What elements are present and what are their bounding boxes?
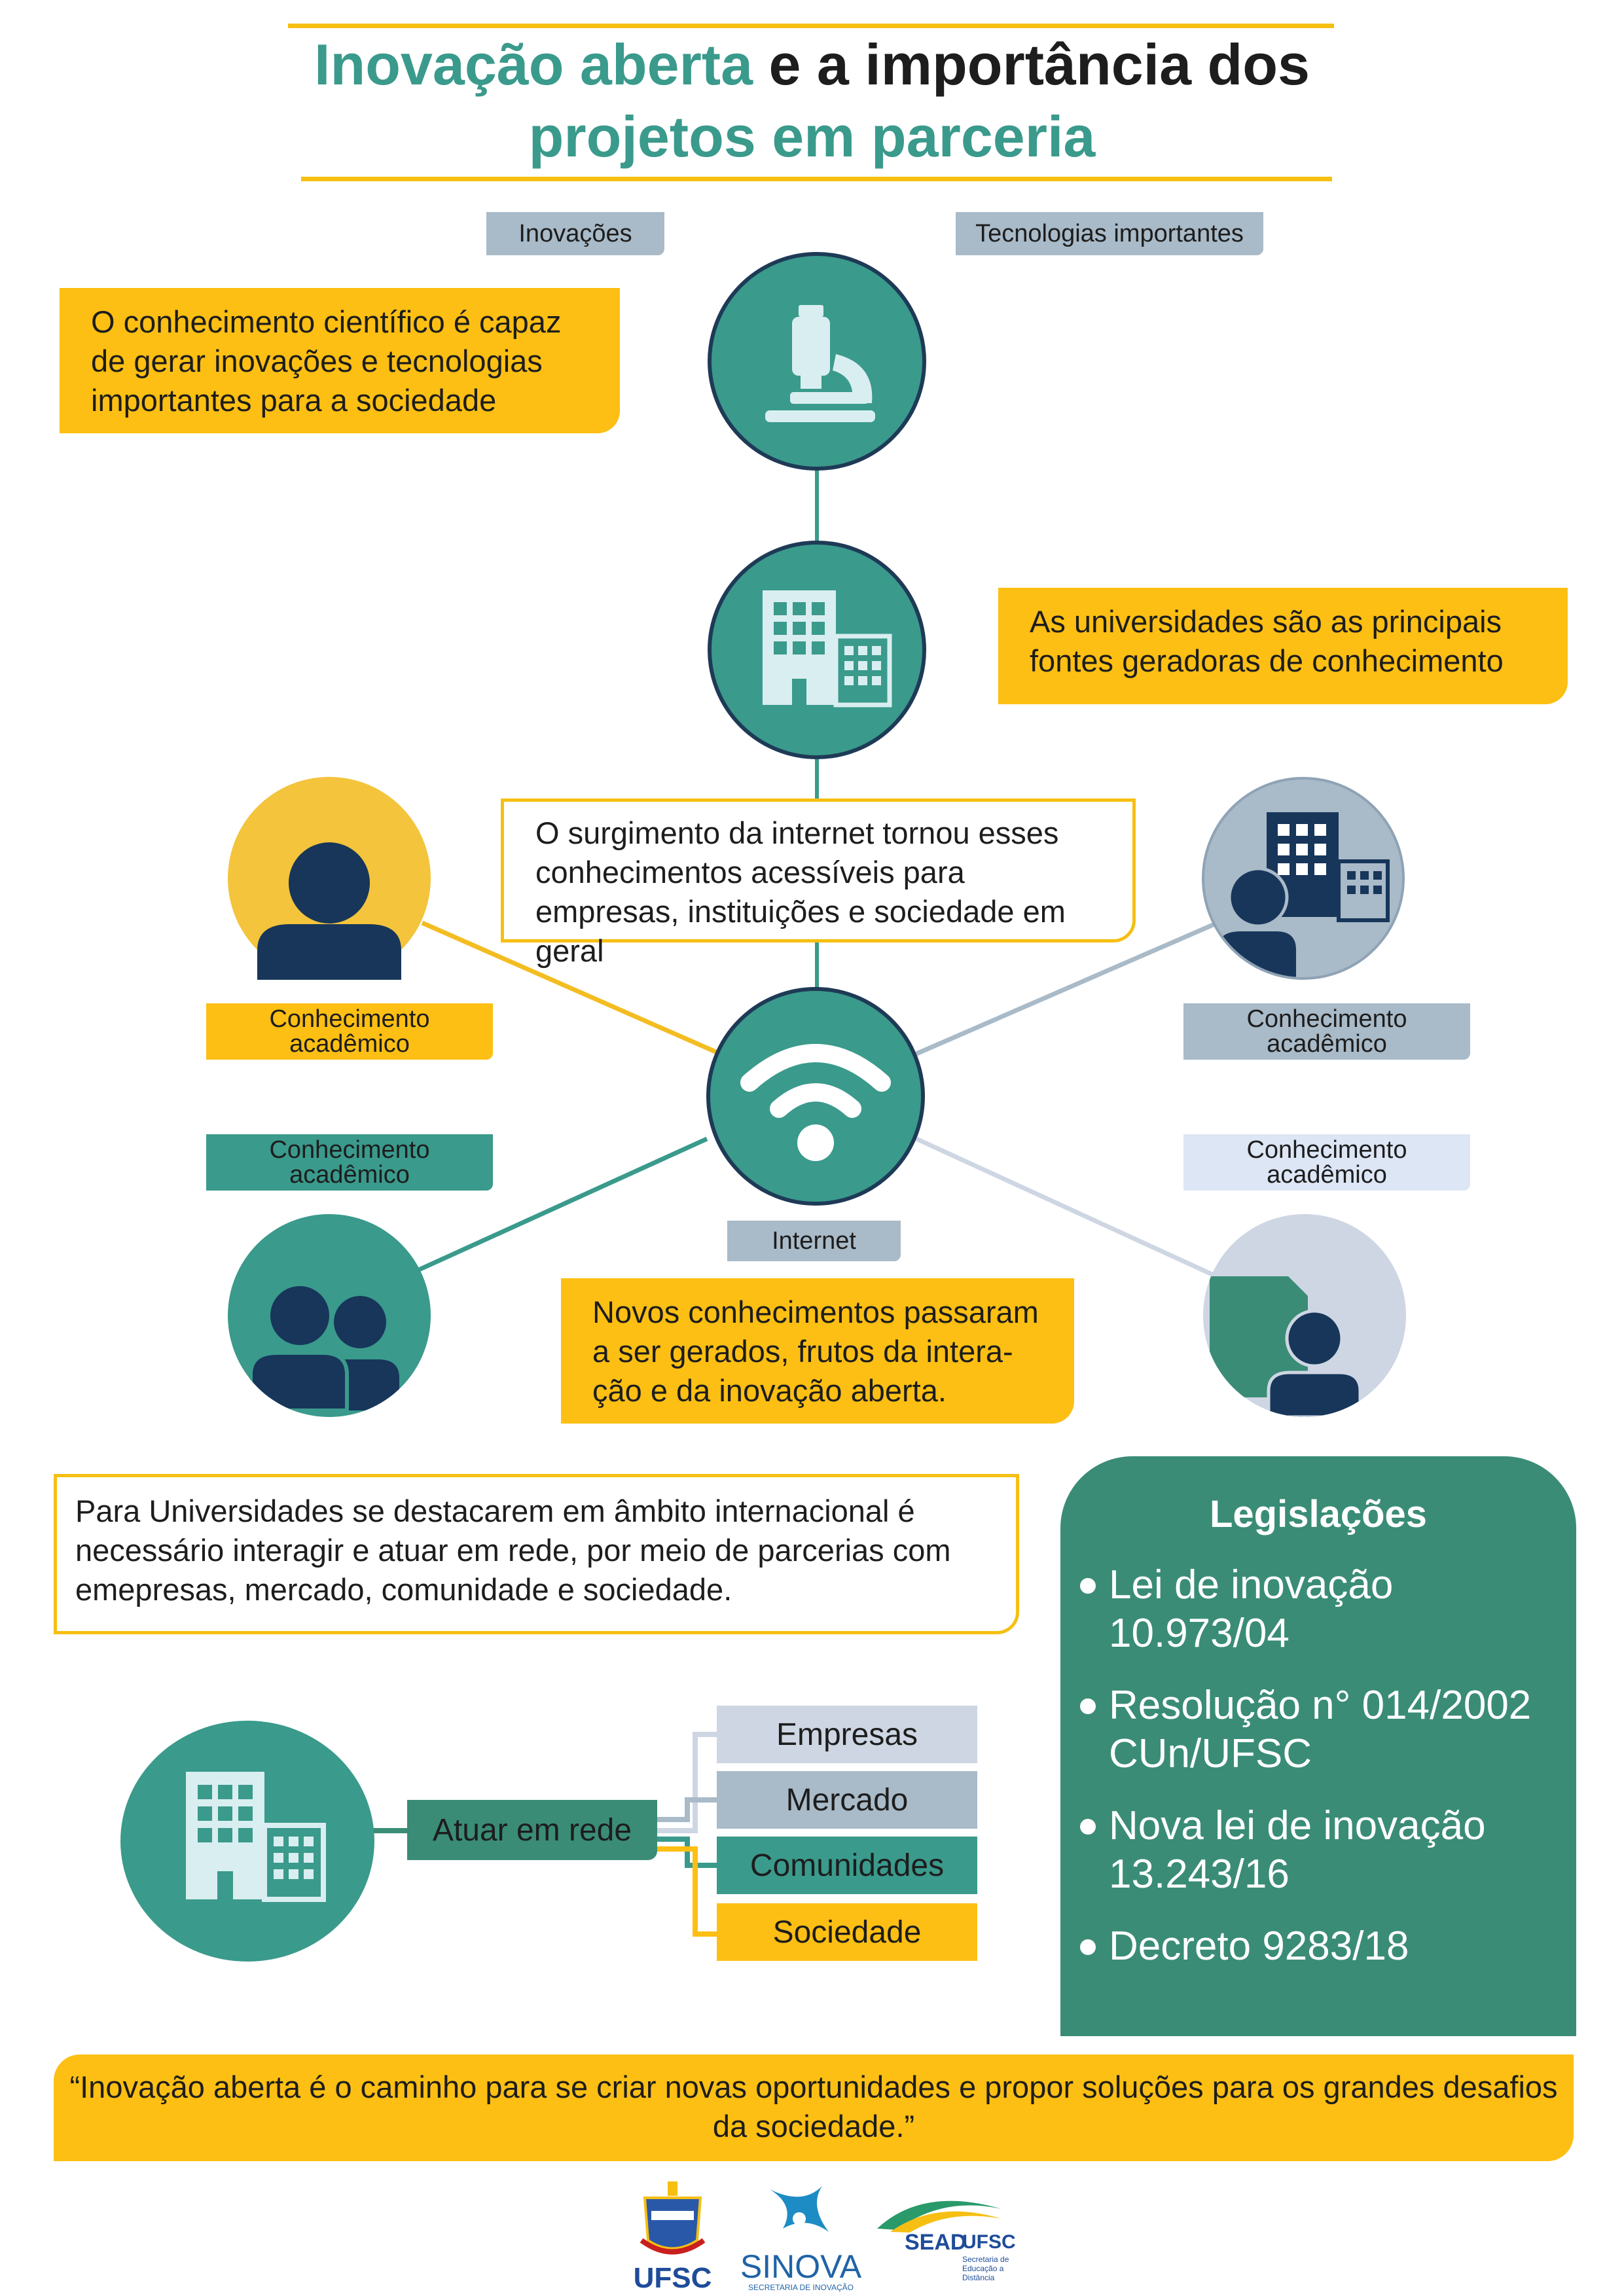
sead-logo-ufsc: UFSC <box>962 2231 1016 2253</box>
legislacao-item: Lei de inovação 10.973/04 <box>1071 1561 1567 1658</box>
sinova-logo-text: SINOVA <box>740 2248 862 2285</box>
network-item-comunidades: Comunidades <box>717 1837 977 1894</box>
box-novos-conhecimentos: Novos conhecimentos passaram a ser gerad… <box>561 1278 1074 1424</box>
wifi-circle <box>706 987 925 1206</box>
document-person-circle <box>1203 1214 1406 1417</box>
person-icon <box>257 842 401 980</box>
ufsc-logo-text: UFSC <box>633 2262 712 2294</box>
building-icon <box>763 590 892 708</box>
group-circle <box>228 1214 431 1417</box>
microscope-circle <box>708 252 926 471</box>
wifi-icon <box>740 1044 891 1161</box>
sinova-mark-icon <box>770 2186 829 2232</box>
legislacao-item: Resolução n° 014/2002 CUn/UFSC <box>1071 1681 1567 1778</box>
box-conhecimento-cientifico: O conhecimento científico é capaz de ger… <box>60 288 620 433</box>
page-title: Inovação aberta e a importância dos <box>0 29 1624 101</box>
title-top-rule <box>288 24 1334 28</box>
page-title-line2: projetos em parceria <box>0 101 1624 173</box>
network-center-label: Atuar em rede <box>407 1800 657 1860</box>
network-building-circle <box>120 1721 374 1962</box>
tag-internet: Internet <box>727 1221 901 1261</box>
tag-conhecimento-gray: Conhecimento acadêmico <box>1183 1003 1470 1060</box>
legislacoes-title: Legislações <box>1209 1493 1428 1535</box>
legislacoes-list: Lei de inovação 10.973/04 Resolução n° 0… <box>1071 1561 1567 1994</box>
building-icon <box>186 1772 326 1902</box>
box-internet: O surgimento da internet tornou esses co… <box>501 798 1136 968</box>
university-circle <box>708 541 926 759</box>
ufsc-crest-icon <box>640 2181 706 2255</box>
closing-quote: “Inovação aberta é o caminho para se cri… <box>54 2054 1574 2161</box>
legislacao-item: Decreto 9283/18 <box>1071 1922 1567 1971</box>
sinova-logo-subtitle: SECRETARIA DE INOVAÇÃO <box>748 2283 854 2292</box>
person-building-icon <box>1218 812 1390 977</box>
sead-logo: SEAD UFSC Secretaria de Educação a Distâ… <box>871 2189 1021 2287</box>
title-highlight: Inovação aberta <box>314 32 753 97</box>
legislacoes-panel: Legislações Lei de inovação 10.973/04 Re… <box>1060 1456 1576 2036</box>
tag-inovacoes: Inovações <box>486 212 664 255</box>
network-item-mercado: Mercado <box>717 1771 977 1829</box>
network-item-empresas: Empresas <box>717 1706 977 1763</box>
sead-logo-subtitle: Secretaria de Educação a Distância <box>962 2255 1009 2282</box>
sinova-logo: SINOVA SECRETARIA DE INOVAÇÃO <box>731 2179 871 2294</box>
box-universidades: As universidades são as principais fonte… <box>998 588 1568 704</box>
title-bottom-rule <box>301 177 1332 181</box>
title-rest: e a importância dos <box>753 32 1310 97</box>
ufsc-logo: UFSC <box>632 2178 713 2294</box>
legislacao-item: Nova lei de inovação 13.243/16 <box>1071 1802 1567 1899</box>
tag-tecnologias: Tecnologias importantes <box>956 212 1263 255</box>
person-building-circle <box>1202 777 1405 980</box>
group-icon <box>249 1282 399 1412</box>
tag-conhecimento-yellow: Conhecimento acadêmico <box>206 1003 493 1060</box>
person-circle-yellow <box>228 777 431 980</box>
box-parcerias: Para Universidades se destacarem em âmbi… <box>54 1474 1019 1634</box>
tag-conhecimento-teal: Conhecimento acadêmico <box>206 1134 493 1191</box>
document-person-icon <box>1210 1276 1362 1417</box>
title-line2: projetos em parceria <box>528 104 1096 169</box>
sead-logo-text: SEAD <box>905 2230 967 2255</box>
network-item-sociedade: Sociedade <box>717 1903 977 1961</box>
tag-conhecimento-light: Conhecimento acadêmico <box>1183 1134 1470 1191</box>
sead-swoosh-icon <box>877 2200 1001 2233</box>
microscope-icon <box>765 305 875 422</box>
